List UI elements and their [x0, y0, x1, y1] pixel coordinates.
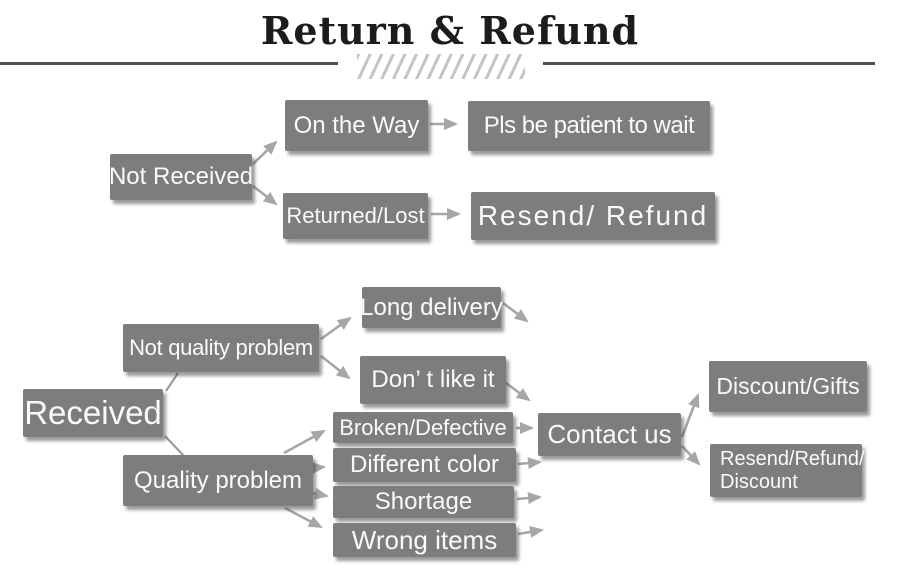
arrow-wrong-items-to-contact-us	[517, 526, 544, 538]
line-received-to-not-quality-problem	[165, 372, 179, 392]
line-received-to-quality-problem	[164, 435, 185, 457]
node-different-color: Different color	[333, 448, 516, 482]
arrow-not-received-to-on-the-way	[252, 140, 278, 165]
arrow-not-received-to-returned-lost	[252, 184, 278, 206]
title-divider-left	[0, 62, 338, 65]
hatch-decoration	[357, 54, 525, 79]
node-quality-problem: Quality problem	[123, 455, 313, 506]
node-dont-like-it: Don’ t like it	[360, 356, 506, 404]
node-discount-gifts: Discount/Gifts	[709, 361, 867, 412]
node-not-received: Not Received	[109, 154, 253, 200]
node-contact-us: Contact us	[538, 413, 681, 456]
page-title: Return & Refund	[260, 8, 640, 53]
arrow-not-quality-to-long-delivery	[320, 316, 352, 341]
node-resend-refund: Resend/ Refund	[471, 192, 715, 240]
node-returned-lost: Returned/Lost	[283, 193, 428, 239]
node-resend-refund-discount: Resend/Refund/ Discount	[710, 444, 865, 497]
arrow-different-color-to-contact-us	[517, 457, 542, 470]
node-on-the-way: On the Way	[285, 100, 428, 151]
title-divider-right	[543, 62, 875, 65]
arrow-contact-us-to-resend-refund-discount	[681, 445, 701, 466]
arrow-quality-to-broken-defective	[283, 429, 326, 455]
node-wrong-items: Wrong items	[333, 523, 516, 557]
arrow-quality-to-shortage	[310, 487, 329, 500]
arrow-quality-to-wrong-items	[284, 506, 323, 529]
node-not-quality-problem: Not quality problem	[123, 324, 319, 372]
arrow-shortage-to-contact-us	[516, 492, 542, 505]
arrow-not-quality-to-dont-like-it	[320, 354, 351, 380]
node-long-delivery: Long delivery	[360, 287, 503, 328]
arrow-quality-to-different-color	[311, 462, 326, 474]
node-received: Received	[23, 389, 163, 437]
node-pls-be-patient-to-wait: Pls be patient to wait	[468, 101, 710, 151]
node-broken-defective: Broken/Defective	[333, 412, 513, 443]
arrow-contact-us-to-discount-gifts	[680, 393, 700, 438]
arrow-dont-like-it-to-contact-us	[505, 381, 531, 402]
node-shortage: Shortage	[333, 486, 514, 518]
arrow-long-delivery-out	[502, 301, 529, 323]
